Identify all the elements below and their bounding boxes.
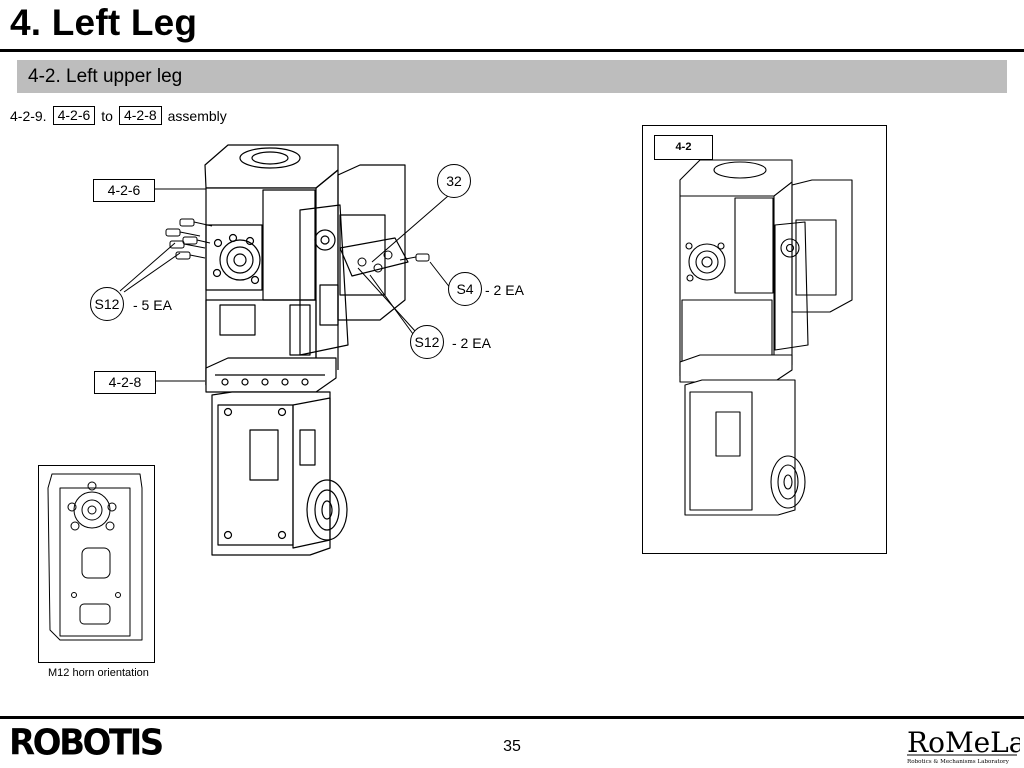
callout-s12-right-quantity: - 2 EA xyxy=(452,335,491,351)
screws-s12-left xyxy=(165,218,213,260)
horn-orientation-inset xyxy=(38,465,155,663)
callout-s4-quantity: - 2 EA xyxy=(485,282,524,298)
upper-servo-assembly xyxy=(204,144,409,386)
callout-part-32: 32 xyxy=(437,164,471,198)
callout-screw-s12-left: S12 xyxy=(90,287,124,321)
callout-label-4-2-8: 4-2-8 xyxy=(94,371,156,394)
step-instruction: 4-2-9. 4-2-6 to 4-2-8 assembly xyxy=(10,106,227,125)
callout-s12-left-quantity: - 5 EA xyxy=(133,297,172,313)
step-number: 4-2-9. xyxy=(10,107,47,124)
footer-divider xyxy=(0,716,1024,719)
reference-panel-label: 4-2 xyxy=(654,135,713,160)
reference-panel: 4-2 xyxy=(642,125,887,554)
section-title: 4-2. Left upper leg xyxy=(28,66,183,87)
leader-lines xyxy=(119,188,452,382)
romela-logo: RoMeLa Robotics & Mechanisms Laboratory xyxy=(907,726,1020,765)
page-number: 35 xyxy=(503,738,521,755)
section-header-bar: 4-2. Left upper leg xyxy=(17,60,1007,93)
callout-label-4-2-6: 4-2-6 xyxy=(93,179,155,202)
screws-s4-and-s12-right xyxy=(357,250,430,273)
step-suffix: assembly xyxy=(167,107,227,124)
callout-screw-s4: S4 xyxy=(448,272,482,306)
inset-caption: M12 horn orientation xyxy=(48,667,149,679)
romela-logo-subtitle: Robotics & Mechanisms Laboratory xyxy=(907,759,1010,765)
page-title: 4. Left Leg xyxy=(10,2,198,43)
horn-orientation-inset-drawing xyxy=(47,473,143,641)
step-to-word: to xyxy=(101,107,113,124)
lower-servo-assembly xyxy=(211,391,348,556)
lower-bracket xyxy=(205,357,337,393)
romela-logo-wordmark: RoMeLa xyxy=(907,726,1020,759)
step-from-reference: 4-2-6 xyxy=(52,106,96,125)
robotis-logo: ROBOTIS xyxy=(9,722,164,764)
title-divider xyxy=(0,49,1024,52)
callout-screw-s12-right: S12 xyxy=(410,325,444,359)
step-to-reference: 4-2-8 xyxy=(118,106,162,125)
reference-assembly-drawing xyxy=(679,159,853,516)
